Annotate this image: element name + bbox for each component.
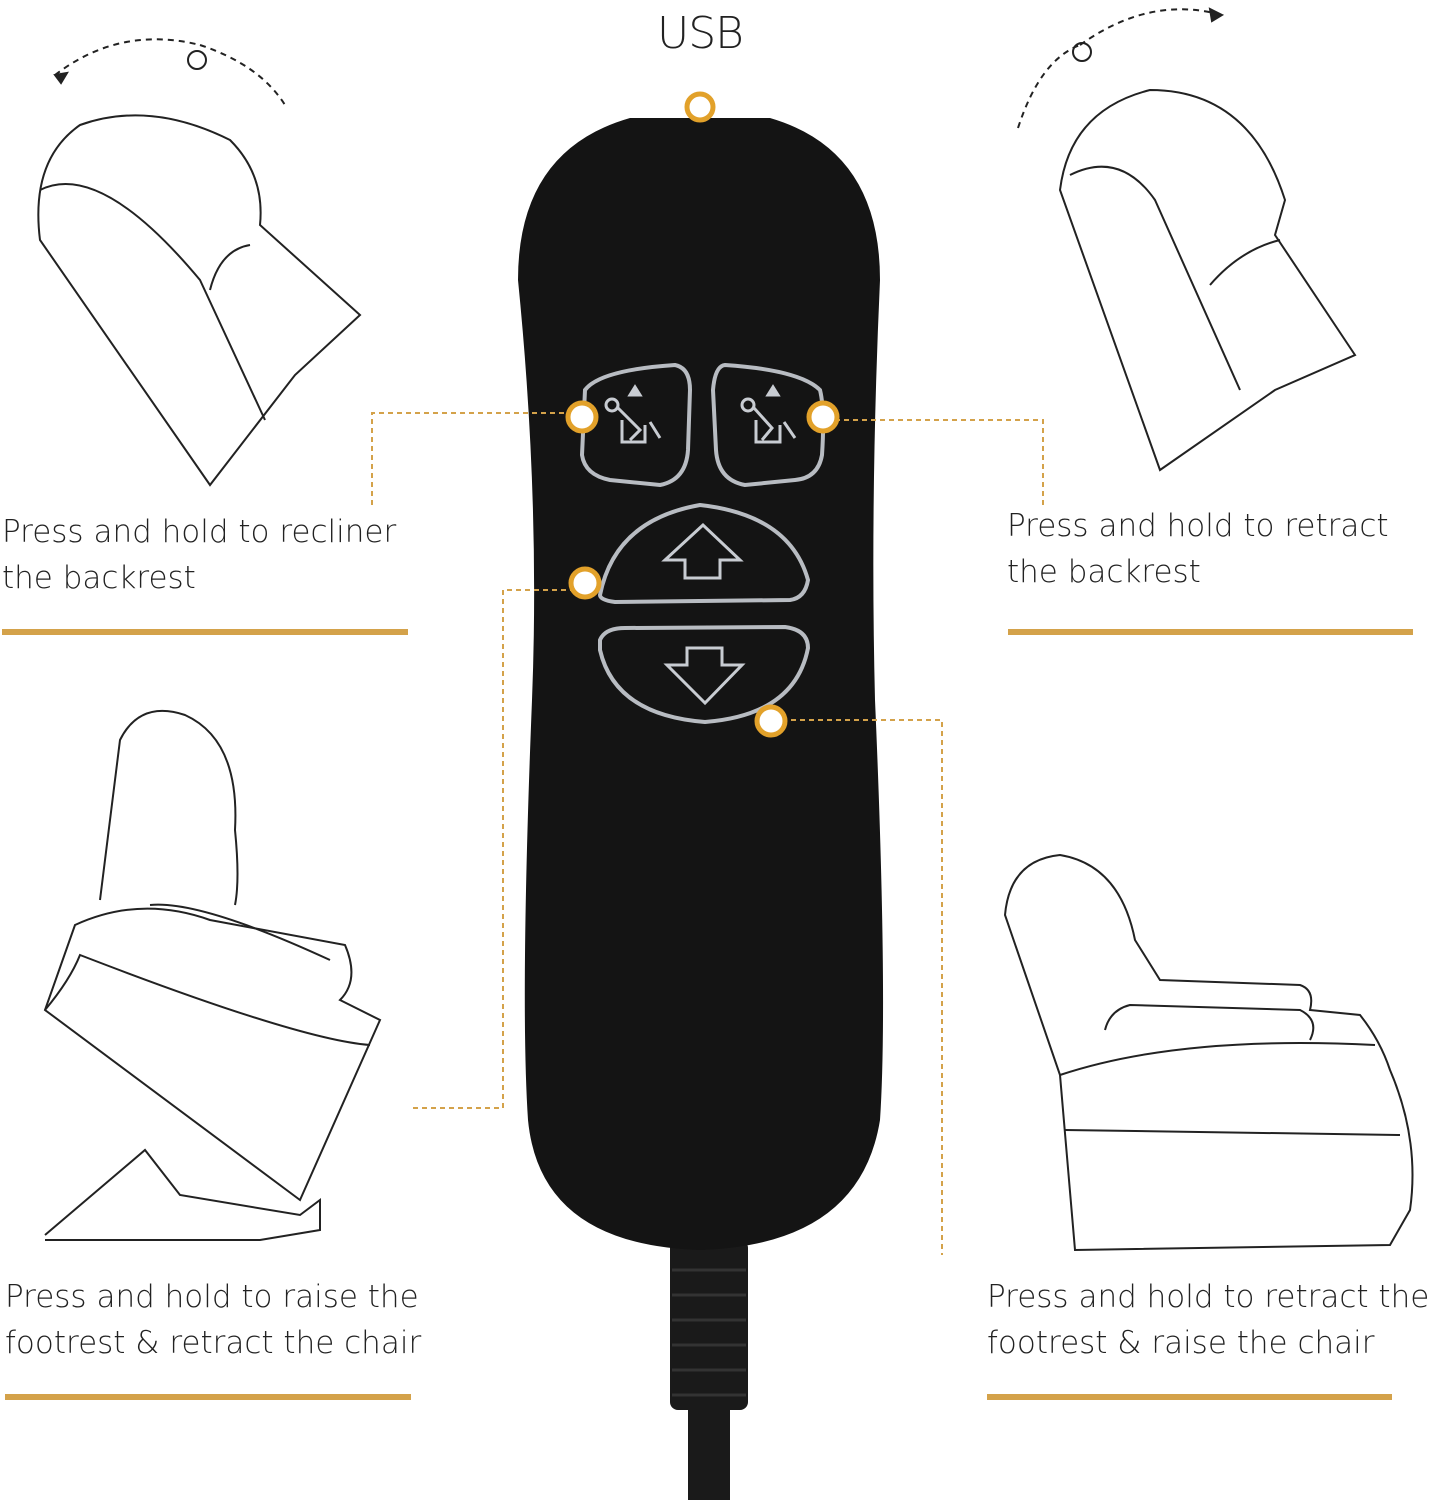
caption-line: the backrest <box>2 560 196 596</box>
retract-backrest-caption: Press and hold to retract the backrest <box>1007 503 1389 595</box>
caption-underline <box>987 1394 1392 1400</box>
recline-backrest-button[interactable] <box>579 362 693 488</box>
caption-line: Press and hold to retract the <box>987 1279 1430 1315</box>
retract-marker <box>806 400 840 434</box>
leader-lines <box>371 412 1044 1255</box>
caption-line: Press and hold to recliner <box>2 514 397 550</box>
usb-label: USB <box>657 8 744 59</box>
retract-footrest-caption: Press and hold to retract the footrest &… <box>987 1274 1429 1366</box>
raise-footrest-caption: Press and hold to raise the footrest & r… <box>5 1274 421 1366</box>
caption-line: the backrest <box>1007 554 1201 590</box>
upright-chair-icon <box>740 384 797 444</box>
upright-reclining-chair-illustration <box>1017 7 1357 472</box>
caption-underline <box>5 1394 411 1400</box>
down-arrow-button[interactable] <box>598 624 811 725</box>
down-arrow-icon <box>663 646 746 706</box>
up-marker <box>568 566 602 600</box>
caption-line: Press and hold to raise the <box>5 1279 419 1315</box>
cable <box>670 1240 748 1500</box>
remote-body <box>518 118 884 1250</box>
usb-port-marker <box>684 91 716 123</box>
recline-marker <box>565 400 599 434</box>
caption-underline <box>1008 629 1413 635</box>
down-marker <box>754 704 788 738</box>
upright-chair-illustration <box>1003 853 1414 1252</box>
up-arrow-button[interactable] <box>597 502 811 605</box>
caption-line: footrest & retract the chair <box>5 1325 422 1361</box>
retract-backrest-button[interactable] <box>710 362 826 488</box>
recline-backrest-caption: Press and hold to recliner the backrest <box>2 509 396 601</box>
reclined-chair-illustration <box>37 38 362 487</box>
recline-chair-icon <box>604 384 662 444</box>
caption-line: footrest & raise the chair <box>987 1325 1375 1361</box>
caption-underline <box>2 629 408 635</box>
up-arrow-icon <box>661 522 744 580</box>
caption-line: Press and hold to retract <box>1007 508 1389 544</box>
lifted-chair-illustration <box>43 709 382 1241</box>
